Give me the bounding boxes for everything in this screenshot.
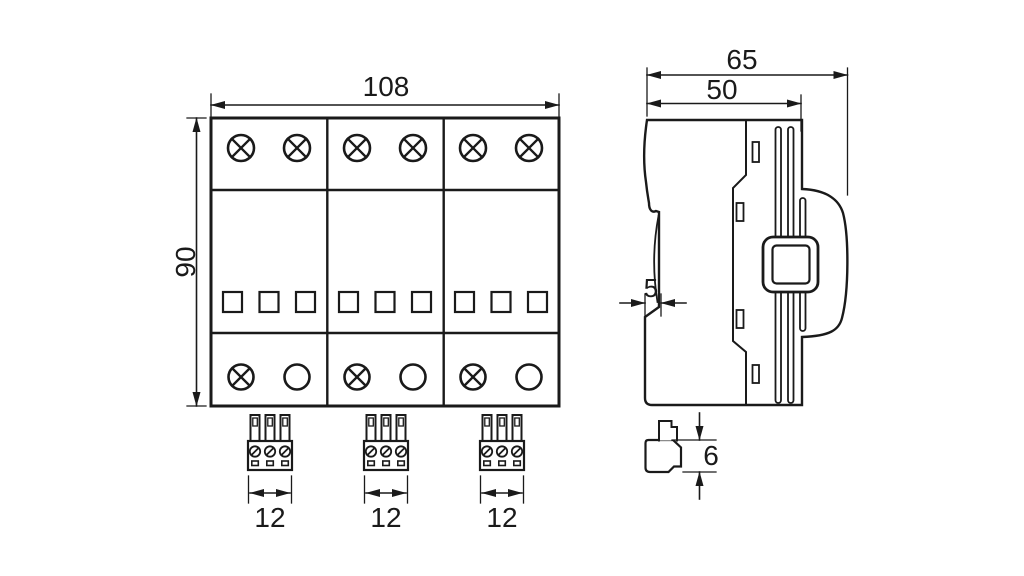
- plug-height-label: 6: [703, 440, 719, 471]
- plug-connector-2: [364, 415, 408, 503]
- plug-width-label-3: 12: [486, 502, 517, 533]
- din-clip-spring: [653, 214, 660, 304]
- plug-side-view: 6: [644, 412, 719, 500]
- front-width-label: 108: [363, 71, 410, 102]
- dim-overall-width: 108: [210, 71, 560, 118]
- side-slot: [735, 202, 745, 222]
- dim-body-depth: 50: [646, 74, 802, 132]
- module-window-inner: [771, 244, 811, 285]
- plug-width-label-1: 12: [254, 502, 285, 533]
- side-view: 65 50 5: [619, 44, 849, 407]
- device-side-outline: [643, 118, 849, 407]
- dim-overall-depth: 65: [646, 44, 849, 196]
- dim-overall-height: 90: [170, 117, 207, 407]
- front-view: 108 90 12 12 12: [170, 71, 561, 533]
- rail-notch-label: 5: [644, 273, 658, 303]
- plug-side-pin: [658, 420, 678, 442]
- device-front-outline: [209, 116, 561, 408]
- side-body-depth-label: 50: [706, 74, 737, 105]
- dim-plug-height: 6: [671, 412, 719, 500]
- dim-rail-notch: 5: [619, 273, 687, 317]
- plug-width-label-2: 12: [370, 502, 401, 533]
- plug-side-body: [644, 438, 683, 474]
- side-slot: [751, 141, 760, 163]
- plug-connector-3: [480, 415, 524, 503]
- side-slot: [735, 309, 745, 329]
- side-depth-label: 65: [726, 44, 757, 75]
- side-step-line: [732, 120, 747, 405]
- plug-connector-1: [248, 415, 292, 503]
- side-slot: [751, 364, 760, 384]
- front-height-label: 90: [170, 246, 201, 277]
